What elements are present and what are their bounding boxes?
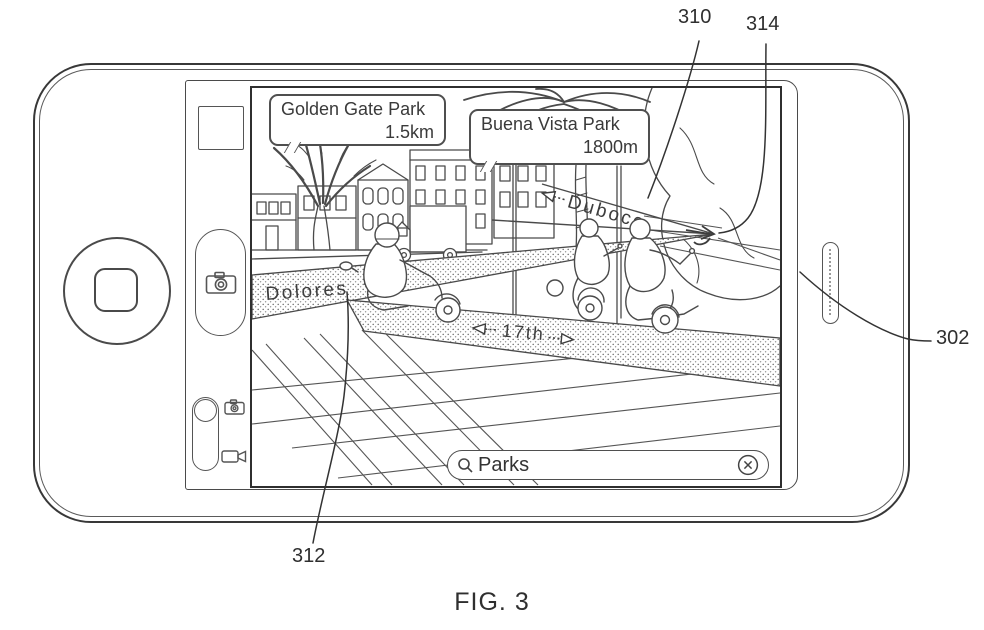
search-input-value[interactable]: Parks	[478, 453, 530, 476]
direction-arrow-marker	[685, 225, 716, 246]
scooter-riders	[339, 218, 699, 334]
ref-label-312: 312	[292, 545, 326, 567]
ref-label-314: 314	[746, 13, 780, 35]
figure-caption: FIG. 3	[454, 588, 530, 616]
street-overlay-duboce	[491, 183, 715, 235]
street-label-17th: 17th	[501, 321, 546, 345]
clear-search-button[interactable]	[737, 454, 759, 476]
callout-park-distance: 1.5km	[384, 122, 434, 142]
truck	[394, 205, 467, 263]
camera-viewfinder: Dolores Duboce 17th	[250, 86, 782, 488]
earpiece-speaker	[822, 242, 839, 324]
callout-park-distance: 1800m	[582, 137, 638, 157]
rounded-square-icon	[94, 268, 138, 312]
camera-icon	[224, 399, 245, 420]
camera-icon	[205, 271, 236, 294]
video-camera-icon	[221, 448, 247, 470]
shutter-button[interactable]	[195, 229, 246, 336]
ref-label-310: 310	[678, 6, 712, 28]
earpiece-grill	[829, 249, 831, 315]
phone-display	[185, 80, 798, 490]
magnifier-icon	[458, 457, 473, 473]
circle-x-icon	[737, 454, 759, 476]
photo-thumbnail-well[interactable]	[198, 106, 244, 150]
toggle-knob[interactable]	[194, 399, 217, 422]
home-button[interactable]	[63, 237, 171, 345]
ar-callout-buena-vista-park[interactable]: Buena Vista Park 1800m	[469, 109, 650, 172]
ar-callout-golden-gate-park[interactable]: Golden Gate Park 1.5km	[269, 94, 446, 153]
photo-video-toggle[interactable]	[192, 397, 219, 471]
ref-label-302: 302	[936, 327, 970, 349]
search-bar[interactable]: Parks	[447, 450, 769, 480]
callout-park-name: Golden Gate Park	[281, 99, 426, 119]
callout-park-name: Buena Vista Park	[481, 114, 620, 134]
